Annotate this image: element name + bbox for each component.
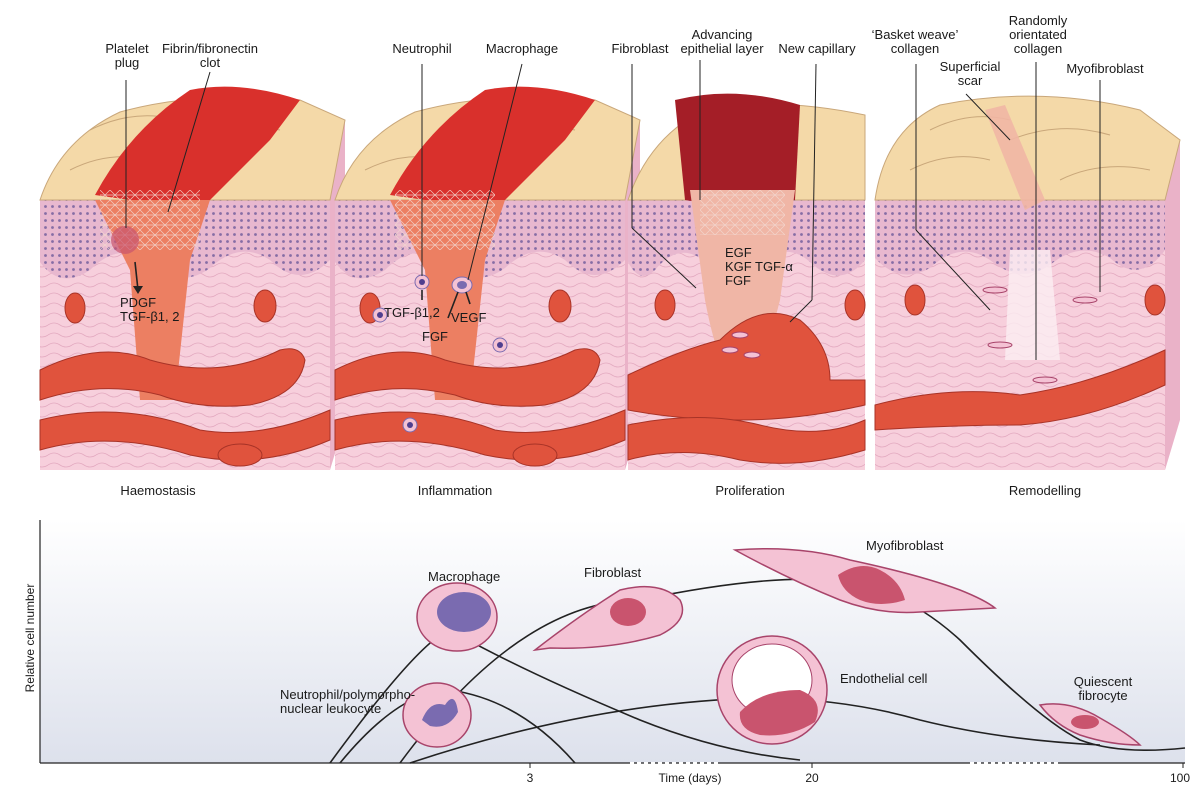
panel-inflammation xyxy=(334,63,641,470)
stage-proliferation: Proliferation xyxy=(715,483,785,498)
graph-label-fibrocyte: Quiescent fibrocyte xyxy=(1073,674,1133,703)
fibroblast-cell xyxy=(532,585,684,652)
inflammation-tgf: TGF-β1,2 xyxy=(384,305,440,320)
macrophage-curve xyxy=(329,629,801,764)
myofibroblast-cell xyxy=(732,548,997,614)
label-superficial-scar: Superficial scar xyxy=(939,59,1001,88)
inflammation-fgf: FGF xyxy=(422,329,448,344)
prolif-kgf: KGF xyxy=(725,259,752,274)
label-fibroblast: Fibroblast xyxy=(611,41,669,56)
label-basket-weave: ‘Basket weave’ collagen xyxy=(871,27,959,56)
label-neutrophil: Neutrophil xyxy=(392,41,452,56)
graph-label-neutrophil: Neutrophil/polymorpho- nuclear leukocyte xyxy=(280,687,416,716)
haemostasis-growth-factors: PDGF TGF-β1, 2 xyxy=(120,295,180,324)
panel-remodelling xyxy=(874,62,1181,470)
label-myofibroblast: Myofibroblast xyxy=(1066,61,1144,76)
label-macrophage: Macrophage xyxy=(485,41,559,56)
time-course-graph xyxy=(39,520,1186,768)
x-tick-3: 3 xyxy=(526,771,534,785)
prolif-egf: EGF xyxy=(725,245,752,260)
graph-label-fibroblast: Fibroblast xyxy=(584,565,642,580)
endothelial-cell xyxy=(716,635,828,745)
stage-inflammation: Inflammation xyxy=(417,483,493,498)
panel-proliferation xyxy=(627,60,866,470)
label-epithelial-layer: Advancing epithelial layer xyxy=(680,27,764,56)
label-platelet-plug: Platelet plug xyxy=(105,41,149,70)
prolif-tgf-alpha: TGF-α xyxy=(755,259,793,274)
neutrophil-cell xyxy=(402,682,472,748)
prolif-fgf: FGF xyxy=(725,273,751,288)
graph-label-macrophage: Macrophage xyxy=(428,569,501,584)
x-tick-20: 20 xyxy=(805,771,819,785)
fibrin-clot xyxy=(95,86,300,210)
inflammation-vegf: VEGF xyxy=(451,310,487,325)
superficial-scar xyxy=(985,105,1045,210)
graph-label-endothelial: Endothelial cell xyxy=(840,671,928,686)
panel-haemostasis xyxy=(39,71,346,470)
y-axis-label: Relative cell number xyxy=(23,583,37,693)
stage-haemostasis: Haemostasis xyxy=(120,483,196,498)
stage-remodelling: Remodelling xyxy=(1008,483,1082,498)
label-random-collagen: Randomly orientated collagen xyxy=(1008,13,1068,56)
graph-label-myofibroblast: Myofibroblast xyxy=(866,538,944,553)
macrophage-cell xyxy=(416,582,498,652)
label-new-capillary: New capillary xyxy=(778,41,856,56)
x-axis-label: Time (days) xyxy=(658,771,722,785)
label-fibrin-clot: Fibrin/fibronectin clot xyxy=(161,41,259,70)
x-tick-100: 100 xyxy=(1169,771,1191,785)
fibrocyte-cell xyxy=(1038,703,1142,746)
